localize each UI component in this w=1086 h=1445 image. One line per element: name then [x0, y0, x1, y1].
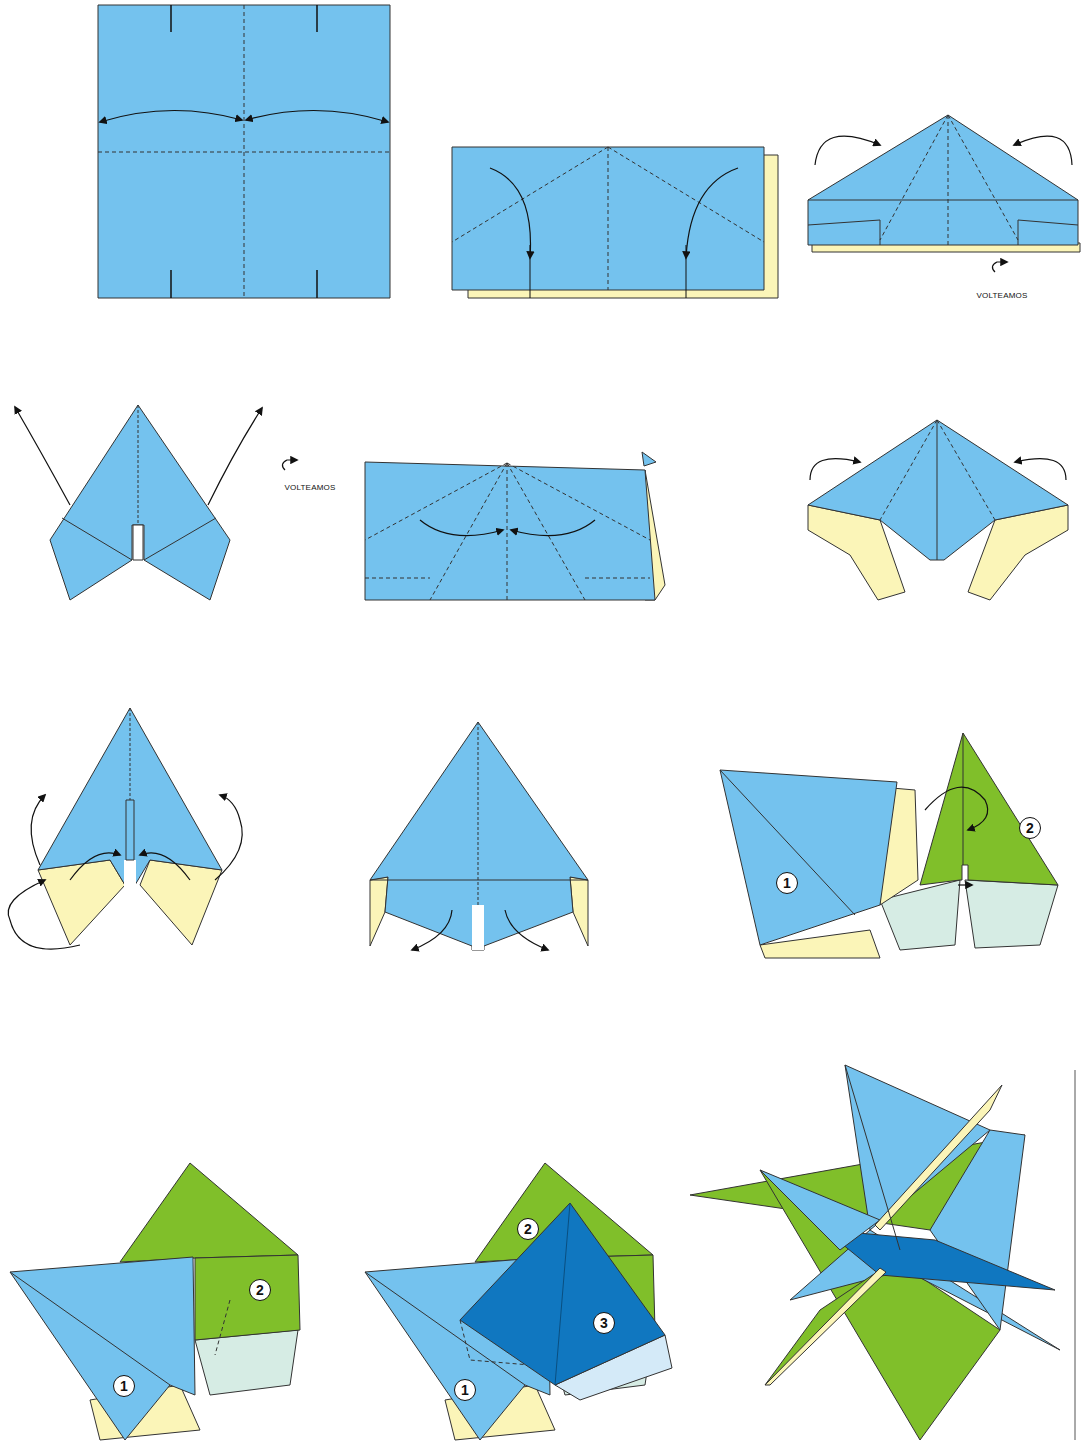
- callout-number: 1: [454, 1379, 476, 1401]
- callout-number: 2: [517, 1218, 539, 1240]
- flip-note: VOLTEAMOS: [976, 291, 1029, 300]
- callout-number: 1: [776, 872, 798, 894]
- callout-number: 3: [593, 1312, 615, 1334]
- flip-note: VOLTEAMOS: [284, 483, 337, 492]
- callout-number: 2: [1019, 817, 1041, 839]
- callout-number: 2: [249, 1279, 271, 1301]
- callout-number: 1: [113, 1375, 135, 1397]
